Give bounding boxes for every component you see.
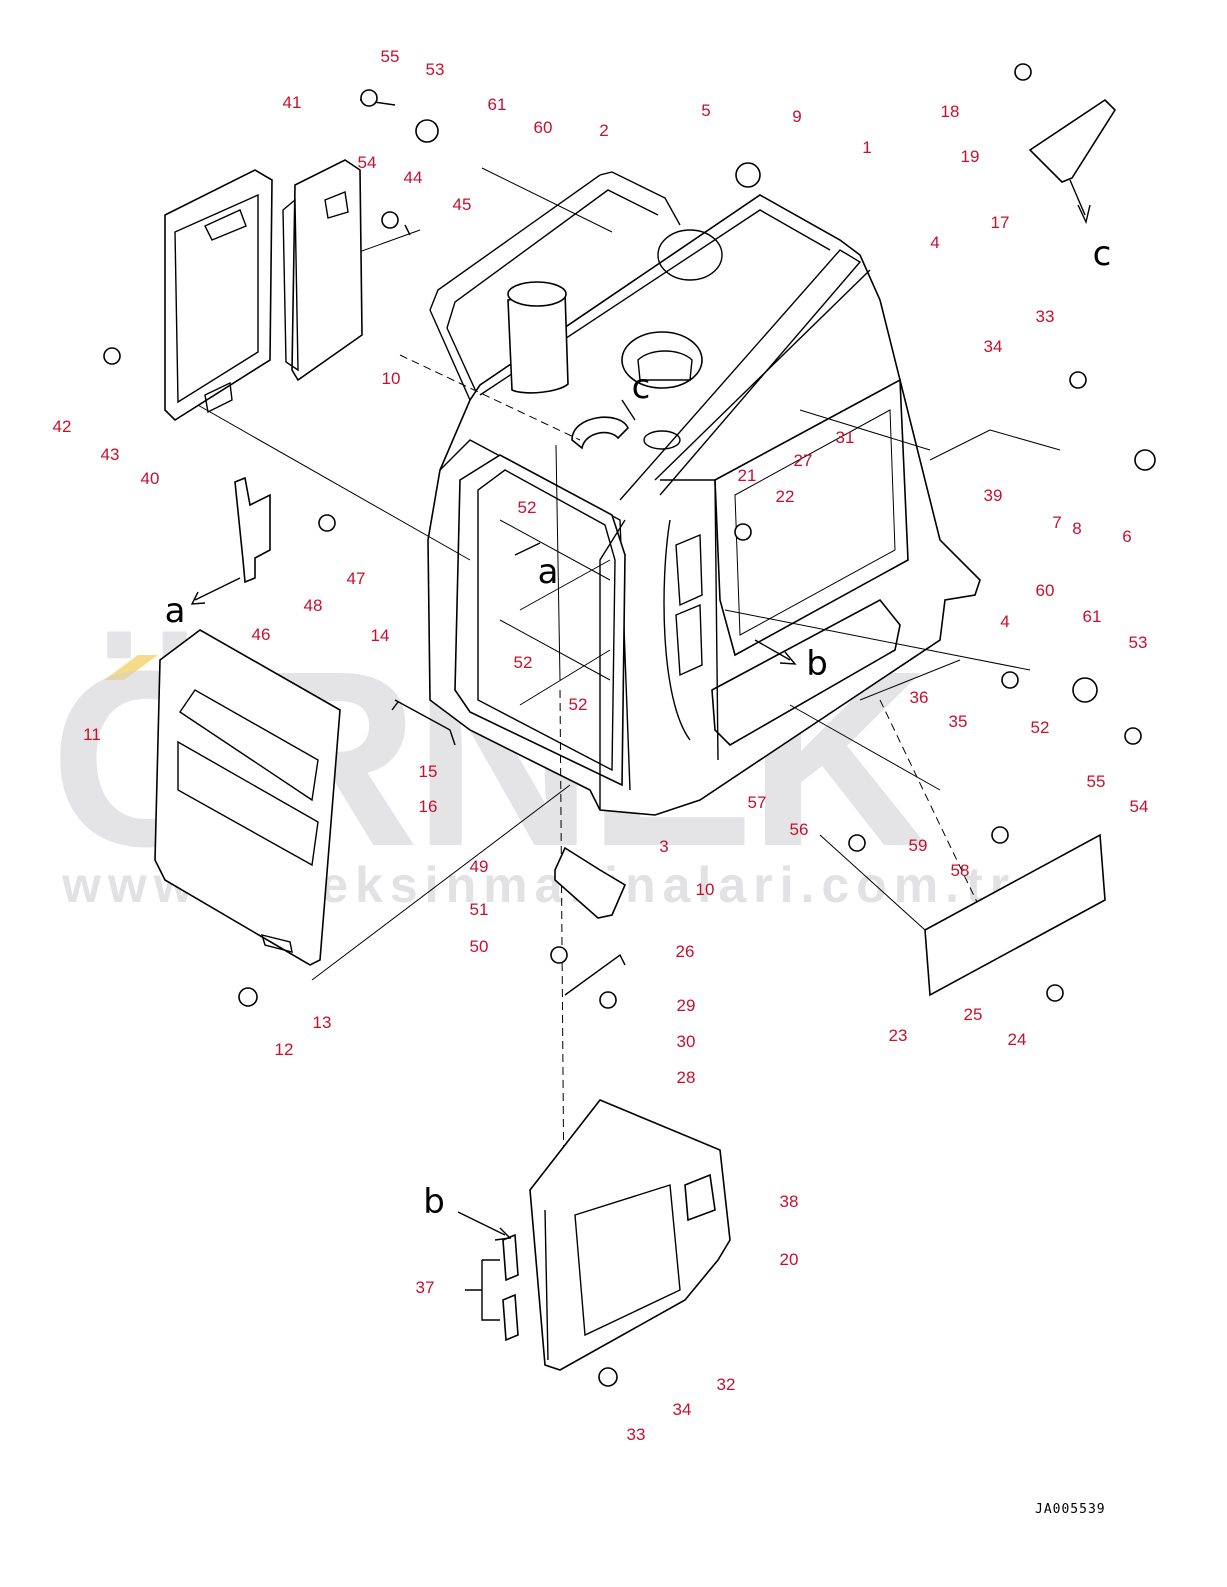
part-number-label: 31 xyxy=(836,428,855,447)
view-letter-label: c xyxy=(632,367,651,407)
part-number-label: 18 xyxy=(941,102,960,121)
part-number-label: 27 xyxy=(794,451,813,470)
view-letter-label: b xyxy=(423,1182,445,1222)
part-number-label: 45 xyxy=(453,195,472,214)
part-number-label: 53 xyxy=(1129,633,1148,652)
view-letter-label: b xyxy=(806,644,828,684)
part-number-label: 33 xyxy=(1036,307,1055,326)
side-cover-40 xyxy=(164,169,273,422)
part-number-label: 28 xyxy=(677,1068,696,1087)
part-number-label: 37 xyxy=(416,1278,435,1297)
part-number-label: 47 xyxy=(347,569,366,588)
rod-14 xyxy=(391,699,456,746)
part-number-label: 61 xyxy=(488,95,507,114)
part-number-label: 56 xyxy=(790,820,809,839)
part-number-label: 50 xyxy=(470,937,489,956)
inner-cover-41 xyxy=(282,159,363,382)
part-number-label: 9 xyxy=(792,107,801,126)
part-number-label: 8 xyxy=(1072,519,1081,538)
part-number-label: 59 xyxy=(909,836,928,855)
part-number-label: 39 xyxy=(984,486,1003,505)
part-number-label: 46 xyxy=(252,625,271,644)
part-number-label: 6 xyxy=(1122,527,1131,546)
front-panel-11 xyxy=(154,629,341,966)
part-number-label: 7 xyxy=(1052,513,1061,532)
part-number-label: 57 xyxy=(748,793,767,812)
part-number-label: 3 xyxy=(659,837,668,856)
part-number-label: 19 xyxy=(961,147,980,166)
part-number-label: 41 xyxy=(283,93,302,112)
part-number-label: 4 xyxy=(1000,612,1009,631)
cab-frame xyxy=(427,171,981,816)
part-number-label: 30 xyxy=(677,1032,696,1051)
part-number-label: 55 xyxy=(381,47,400,66)
part-number-label: 54 xyxy=(358,153,377,172)
part-number-label: 23 xyxy=(889,1026,908,1045)
part-number-label: 5 xyxy=(701,101,710,120)
part-number-label: 11 xyxy=(83,725,101,744)
view-letter-label: a xyxy=(538,552,559,592)
fasteners xyxy=(103,63,1156,1387)
bracket-49 xyxy=(554,846,627,919)
part-number-label: 35 xyxy=(949,712,968,731)
part-number-label: 51 xyxy=(470,900,489,919)
part-number-label: 10 xyxy=(382,369,401,388)
part-number-label: 60 xyxy=(1036,581,1055,600)
part-number-label: 34 xyxy=(984,337,1003,356)
part-number-label: 58 xyxy=(951,861,970,880)
part-number-label: 43 xyxy=(101,445,120,464)
part-number-label: 52 xyxy=(518,498,537,517)
part-number-label: 26 xyxy=(676,942,695,961)
part-number-label: 49 xyxy=(470,857,489,876)
part-number-label: 29 xyxy=(677,996,696,1015)
drawing-code: JA005539 xyxy=(1035,1502,1106,1517)
part-number-label: 42 xyxy=(53,417,72,436)
part-number-label: 16 xyxy=(419,797,438,816)
part-number-label: 54 xyxy=(1130,797,1149,816)
part-number-label: 61 xyxy=(1083,607,1102,626)
part-number-label: 38 xyxy=(780,1192,799,1211)
part-number-label: 13 xyxy=(313,1013,332,1032)
view-letter-label: c xyxy=(1093,234,1112,274)
plate-17 xyxy=(1028,98,1117,225)
part-number-label: 2 xyxy=(599,121,608,140)
part-number-label: 15 xyxy=(419,762,438,781)
latch-37 xyxy=(465,1233,519,1342)
part-number-label: 48 xyxy=(304,596,323,615)
part-number-label: 52 xyxy=(514,653,533,672)
part-number-label: 44 xyxy=(404,168,423,187)
part-number-label: 53 xyxy=(426,60,445,79)
part-number-label: 21 xyxy=(738,466,757,485)
part-number-label: 34 xyxy=(673,1400,692,1419)
side-plate-23 xyxy=(924,833,1106,997)
bracket-46 xyxy=(234,476,271,584)
part-number-label: 10 xyxy=(696,880,715,899)
rod-26 xyxy=(564,953,626,996)
part-number-label: 22 xyxy=(776,487,795,506)
part-number-label: 24 xyxy=(1008,1030,1027,1049)
view-letter-label: a xyxy=(165,591,186,631)
part-number-label: 20 xyxy=(780,1250,799,1269)
part-number-label: 52 xyxy=(1031,718,1050,737)
part-number-label: 60 xyxy=(534,118,553,137)
part-number-label: 55 xyxy=(1087,772,1106,791)
part-number-label: 1 xyxy=(862,138,871,157)
rear-cover-20 xyxy=(529,1099,731,1371)
part-number-label: 4 xyxy=(930,233,939,252)
part-number-label: 32 xyxy=(717,1375,736,1394)
part-number-label: 17 xyxy=(991,213,1010,232)
part-number-label: 33 xyxy=(627,1425,646,1444)
part-number-label: 12 xyxy=(275,1040,294,1059)
watermark-accent xyxy=(104,655,158,680)
part-number-label: 40 xyxy=(141,469,160,488)
part-number-label: 52 xyxy=(569,695,588,714)
part-number-label: 25 xyxy=(964,1005,983,1024)
part-number-label: 36 xyxy=(910,688,929,707)
part-number-label: 14 xyxy=(371,626,390,645)
